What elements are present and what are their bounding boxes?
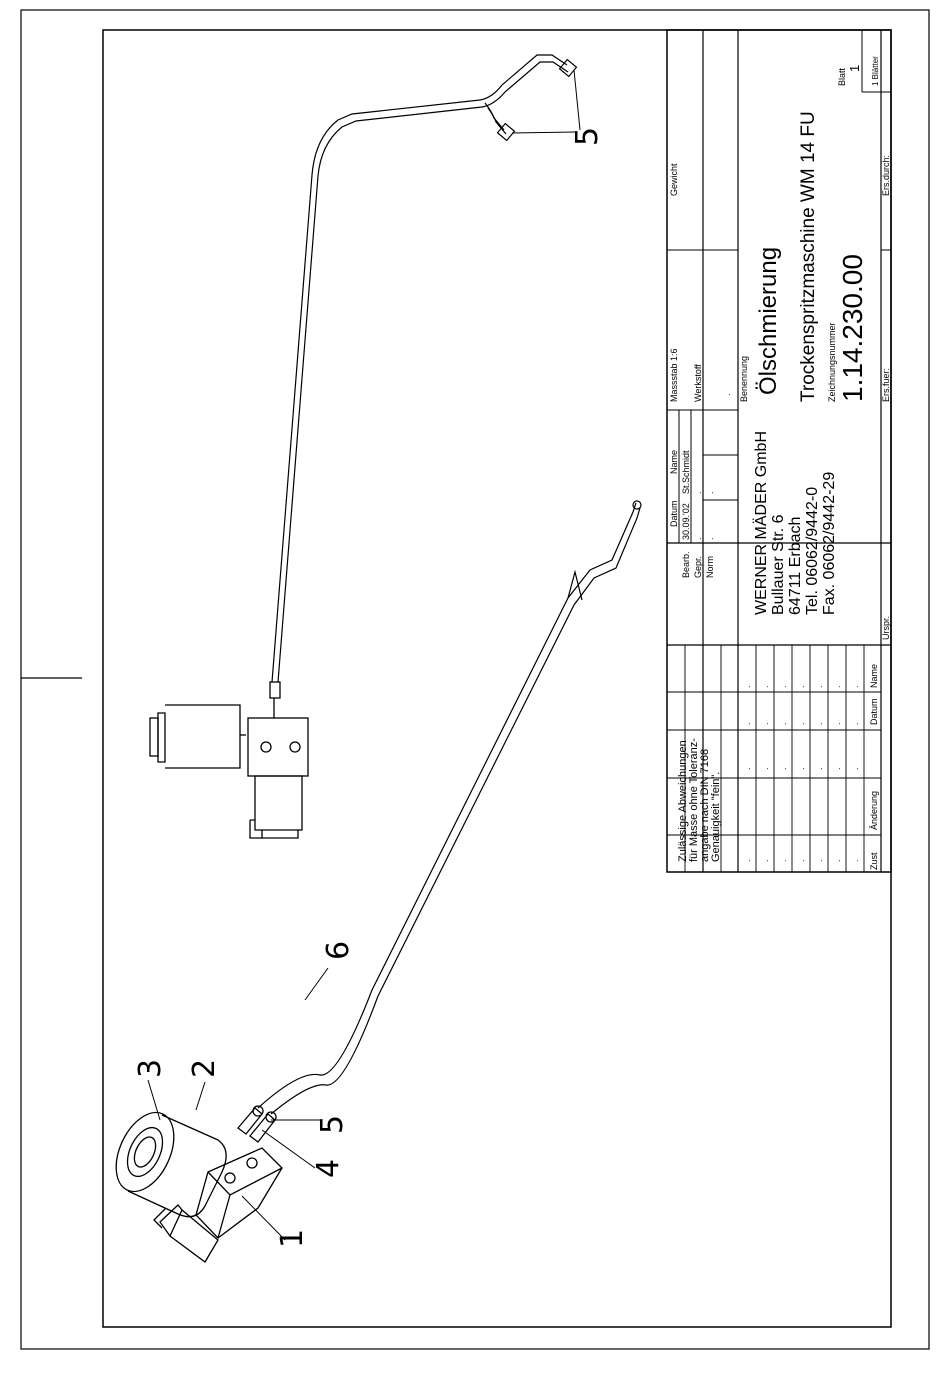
- drawing-title-line-1: Ölschmierung: [755, 247, 782, 395]
- revision-cell: .: [796, 722, 806, 725]
- part-label-3: 3: [133, 1059, 168, 1078]
- rev-header-aenderung: Änderung: [869, 791, 879, 830]
- part-label-5-lower: 5: [315, 1115, 350, 1134]
- rev-header-zust: Zust: [869, 852, 879, 870]
- revision-cell: .: [760, 685, 770, 688]
- revision-cell: .: [850, 722, 860, 725]
- tolerance-note-line-3: angabe nach DIN 7168: [699, 749, 711, 862]
- urspr-label: Urspr.: [881, 616, 891, 640]
- revision-cell: .: [814, 722, 824, 725]
- weight-label: Gewicht: [669, 163, 679, 196]
- pump-assembly-lower: [115, 1105, 283, 1263]
- row-norm-label: Norm: [705, 556, 715, 578]
- revision-cell: .: [796, 859, 806, 862]
- company-block: WERNER MÄDER GmbH Bullauer Str. 6 64711 …: [752, 431, 838, 615]
- drawing-number-label: Zeichnungsnummer: [827, 322, 837, 402]
- revision-cell: .: [742, 859, 752, 862]
- leader-lines: [147, 69, 581, 1241]
- pipe-lines-upper: [271, 54, 578, 683]
- revision-cell: .: [796, 685, 806, 688]
- row-norm-name: .: [705, 491, 715, 494]
- company-tel: Tel. 06062/9442-0: [804, 487, 821, 615]
- sheets-total: 1 Blätter: [871, 56, 880, 86]
- ers-durch-label: Ers.durch:: [881, 155, 891, 196]
- row-gepr-datum: .: [693, 537, 703, 540]
- drawing-number: 1.14.230.00: [837, 254, 868, 402]
- revision-cell: .: [760, 722, 770, 725]
- revision-cell: .: [778, 685, 788, 688]
- sheet-label: Blatt: [837, 67, 847, 86]
- company-street: Bullauer Str. 6: [770, 514, 787, 615]
- scale-label: Massstab 1:6: [669, 348, 679, 402]
- revision-cell: .: [814, 767, 824, 770]
- tolerance-note-line-4: Genauigkeit "fein".: [710, 772, 722, 862]
- revision-cell: .: [778, 859, 788, 862]
- outer-sheet-border: [20, 9, 930, 1350]
- revision-cell: .: [850, 859, 860, 862]
- revision-cell: .: [796, 767, 806, 770]
- revision-cell: .: [832, 767, 842, 770]
- row-gepr-label: Gepr.: [693, 556, 703, 578]
- revision-cell: .: [778, 767, 788, 770]
- ers-fuer-label: Ers.fuer:: [881, 368, 891, 402]
- name-header: Name: [669, 450, 679, 474]
- row-bearb-label: Bearb.: [681, 551, 691, 578]
- revision-cell: .: [850, 767, 860, 770]
- row-bearb-datum: 30.09.'02: [681, 503, 691, 540]
- rev-header-datum: Datum: [869, 698, 879, 725]
- revision-cell: .: [742, 767, 752, 770]
- row-gepr-name: .: [693, 491, 703, 494]
- material-label: Werkstoff: [693, 364, 703, 402]
- revision-cell: .: [832, 722, 842, 725]
- revision-cell: .: [814, 859, 824, 862]
- revision-cell: .: [850, 685, 860, 688]
- revision-cell: .: [778, 722, 788, 725]
- company-city: 64711 Erbach: [787, 517, 804, 615]
- title-block-frame: [666, 29, 892, 873]
- pump-assembly-upper: [149, 681, 309, 839]
- revision-cell: .: [832, 859, 842, 862]
- row-bearb-name: St.Schmidt: [681, 450, 691, 494]
- revision-cell: .: [742, 722, 752, 725]
- rev-header-name: Name: [869, 664, 879, 688]
- revision-cell: .: [742, 685, 752, 688]
- revision-dot-cells: ............................: [742, 685, 860, 862]
- lubrication-drawing: 1 2 3 4 5 5 6: [115, 54, 642, 1263]
- part-label-5-upper: 5: [570, 127, 605, 146]
- title-block: Zulässige Abweichungen für Masse ohne To…: [666, 29, 892, 873]
- company-fax: Fax. 06062/9442-29: [821, 472, 838, 615]
- row-norm-datum: .: [705, 537, 715, 540]
- part-label-4: 4: [311, 1159, 346, 1178]
- datum-header: Datum: [669, 500, 679, 527]
- drawing-title-line-2: Trockenspritzmaschine WM 14 FU: [798, 111, 819, 402]
- revision-cell: .: [814, 685, 824, 688]
- material-value: .: [722, 393, 732, 396]
- part-label-6: 6: [321, 941, 356, 960]
- revision-cell: .: [832, 685, 842, 688]
- tolerance-note: Zulässige Abweichungen für Masse ohne To…: [677, 738, 722, 862]
- tolerance-note-line-2: für Masse ohne Toleranz-: [688, 738, 700, 862]
- sheet-value: 1: [847, 65, 862, 72]
- part-label-1: 1: [275, 1229, 310, 1248]
- revision-cell: .: [760, 859, 770, 862]
- company-name: WERNER MÄDER GmbH: [752, 431, 770, 615]
- part-labels: 1 2 3 4 5 5 6: [133, 127, 605, 1248]
- tolerance-note-line-1: Zulässige Abweichungen: [677, 740, 689, 862]
- revision-cell: .: [760, 767, 770, 770]
- part-label-2: 2: [187, 1059, 222, 1078]
- inner-drawing-frame: [102, 29, 892, 1328]
- designation-label: Benennung: [739, 356, 749, 402]
- pipe-lines-lower: [257, 500, 642, 1115]
